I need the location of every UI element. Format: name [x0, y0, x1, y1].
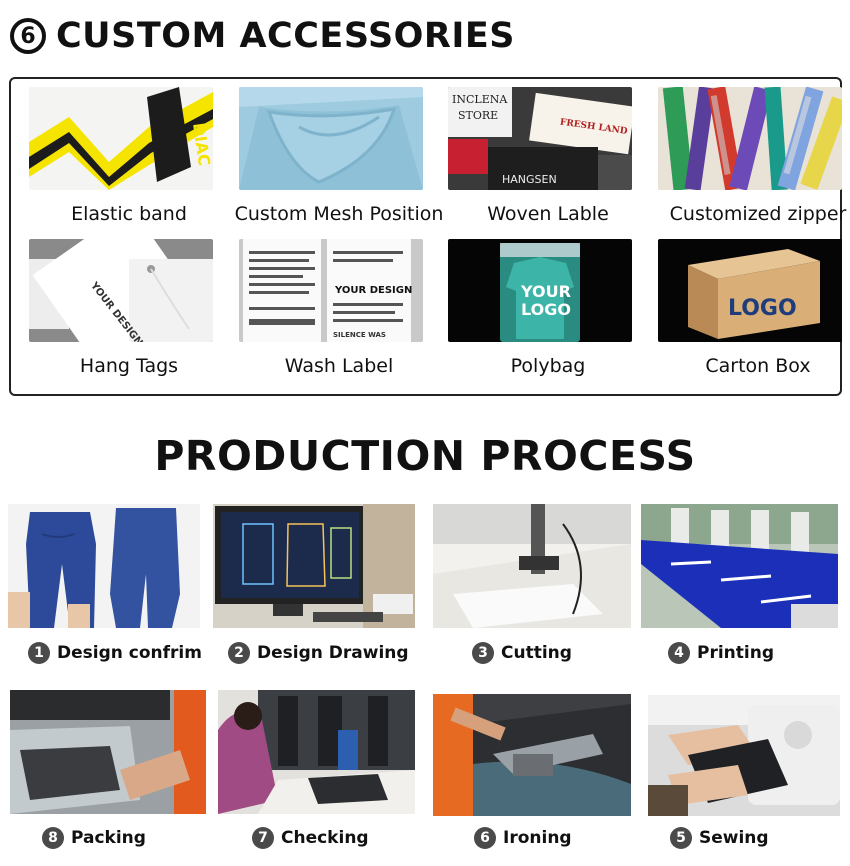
mesh-fabric-image [239, 87, 423, 190]
step-checking-image [218, 690, 415, 814]
step-label-sewing: 5 Sewing [670, 827, 769, 849]
step-number-badge: 1 [28, 642, 50, 664]
polybag-image: YOUR LOGO [448, 239, 632, 342]
accessory-label: Customized zipper [669, 203, 847, 225]
step-label-text: Ironing [503, 828, 572, 848]
step-number-badge: 7 [252, 827, 274, 849]
step-label-design-drawing: 2 Design Drawing [228, 642, 409, 664]
step-label-text: Sewing [699, 828, 769, 848]
accessory-label: Wash Label [284, 355, 394, 377]
step-cutting-image [433, 504, 631, 628]
accessory-label: Elastic band [71, 203, 187, 225]
step-label-ironing: 6 Ironing [474, 827, 572, 849]
woven-tag-text: STORE [458, 109, 498, 122]
polybag-logo-text: LOGO [521, 300, 571, 319]
carton-logo-text: LOGO [728, 296, 797, 321]
step-label-text: Cutting [501, 643, 572, 663]
step-design-confirm-image [8, 504, 200, 628]
accessories-panel: DIAC Elastic band Custom Mesh Position I… [9, 77, 846, 396]
polybag-logo-text: YOUR [520, 282, 571, 301]
step-number-badge: 6 [474, 827, 496, 849]
carton-box-image: LOGO [658, 239, 842, 342]
accessory-label: Carton Box [705, 355, 811, 377]
step-label-printing: 4 Printing [668, 642, 774, 664]
step-label-text: Printing [697, 643, 774, 663]
step-label-text: Design Drawing [257, 643, 409, 663]
accessory-label: Woven Lable [487, 203, 609, 225]
elastic-band-print: DIAC [189, 121, 213, 167]
hang-tags-image: YOUR DESIGN [29, 239, 213, 342]
woven-tag-text: INCLENA [452, 93, 508, 106]
step-number-badge: 3 [472, 642, 494, 664]
woven-tag-text: HANGSEN [502, 173, 557, 186]
production-process-heading: PRODUCTION PROCESS [154, 432, 696, 480]
step-ironing-image [433, 694, 631, 816]
step-number-badge: 2 [228, 642, 250, 664]
wash-label-image: YOUR DESIGN SILENCE WAS [239, 239, 423, 342]
wash-label-print: YOUR DESIGN [334, 285, 412, 296]
step-number-badge: 5 [670, 827, 692, 849]
wash-label-print: SILENCE WAS [333, 331, 386, 339]
step-label-text: Design confrim [57, 643, 202, 663]
section-title-accessories: 6 CUSTOM ACCESSORIES [10, 14, 515, 58]
accessory-label: Polybag [510, 355, 586, 377]
step-design-drawing-image [213, 504, 415, 628]
step-label-text: Checking [281, 828, 369, 848]
step-number-badge: 8 [42, 827, 64, 849]
elastic-band-image: DIAC [29, 87, 213, 190]
step-sewing-image [648, 695, 840, 816]
accessory-label: Custom Mesh Position [234, 203, 444, 225]
step-label-cutting: 3 Cutting [472, 642, 572, 664]
step-packing-image [10, 690, 206, 814]
step-label-text: Packing [71, 828, 146, 848]
step-label-packing: 8 Packing [42, 827, 146, 849]
zippers-image [658, 87, 842, 190]
step-number-badge: 4 [668, 642, 690, 664]
accessories-heading: CUSTOM ACCESSORIES [56, 16, 516, 56]
woven-label-image: INCLENA STORE FRESH LAND HANGSEN [448, 87, 632, 190]
step-label-checking: 7 Checking [252, 827, 369, 849]
section-number-badge: 6 [10, 18, 46, 54]
accessory-label: Hang Tags [79, 355, 179, 377]
step-printing-image [641, 504, 838, 628]
step-label-design-confirm: 1 Design confrim [28, 642, 202, 664]
